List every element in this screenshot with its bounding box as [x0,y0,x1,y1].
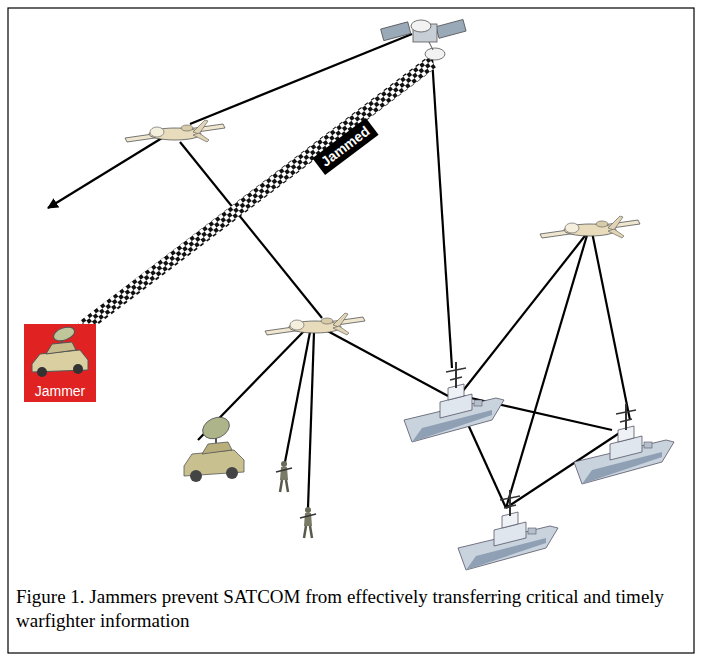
figure-frame [8,8,694,653]
figure-caption: Figure 1. Jammers prevent SATCOM from ef… [16,585,684,633]
node-label: Jammed [317,122,372,169]
ground-vehicle [184,413,244,482]
ship [458,490,558,570]
jammer-vehicle [24,326,96,386]
node-label: Jammer [35,383,86,399]
jammer-box: Jammer [24,324,96,402]
jammed-link [82,62,432,328]
ship [574,404,674,484]
soldier [276,461,292,492]
uav [540,216,640,238]
satellite [381,19,466,60]
jammed-tag: Jammed [312,117,378,174]
soldier [300,507,316,538]
uav [125,120,225,142]
uav [265,313,365,335]
link-lines [48,34,630,508]
ship [404,362,504,442]
